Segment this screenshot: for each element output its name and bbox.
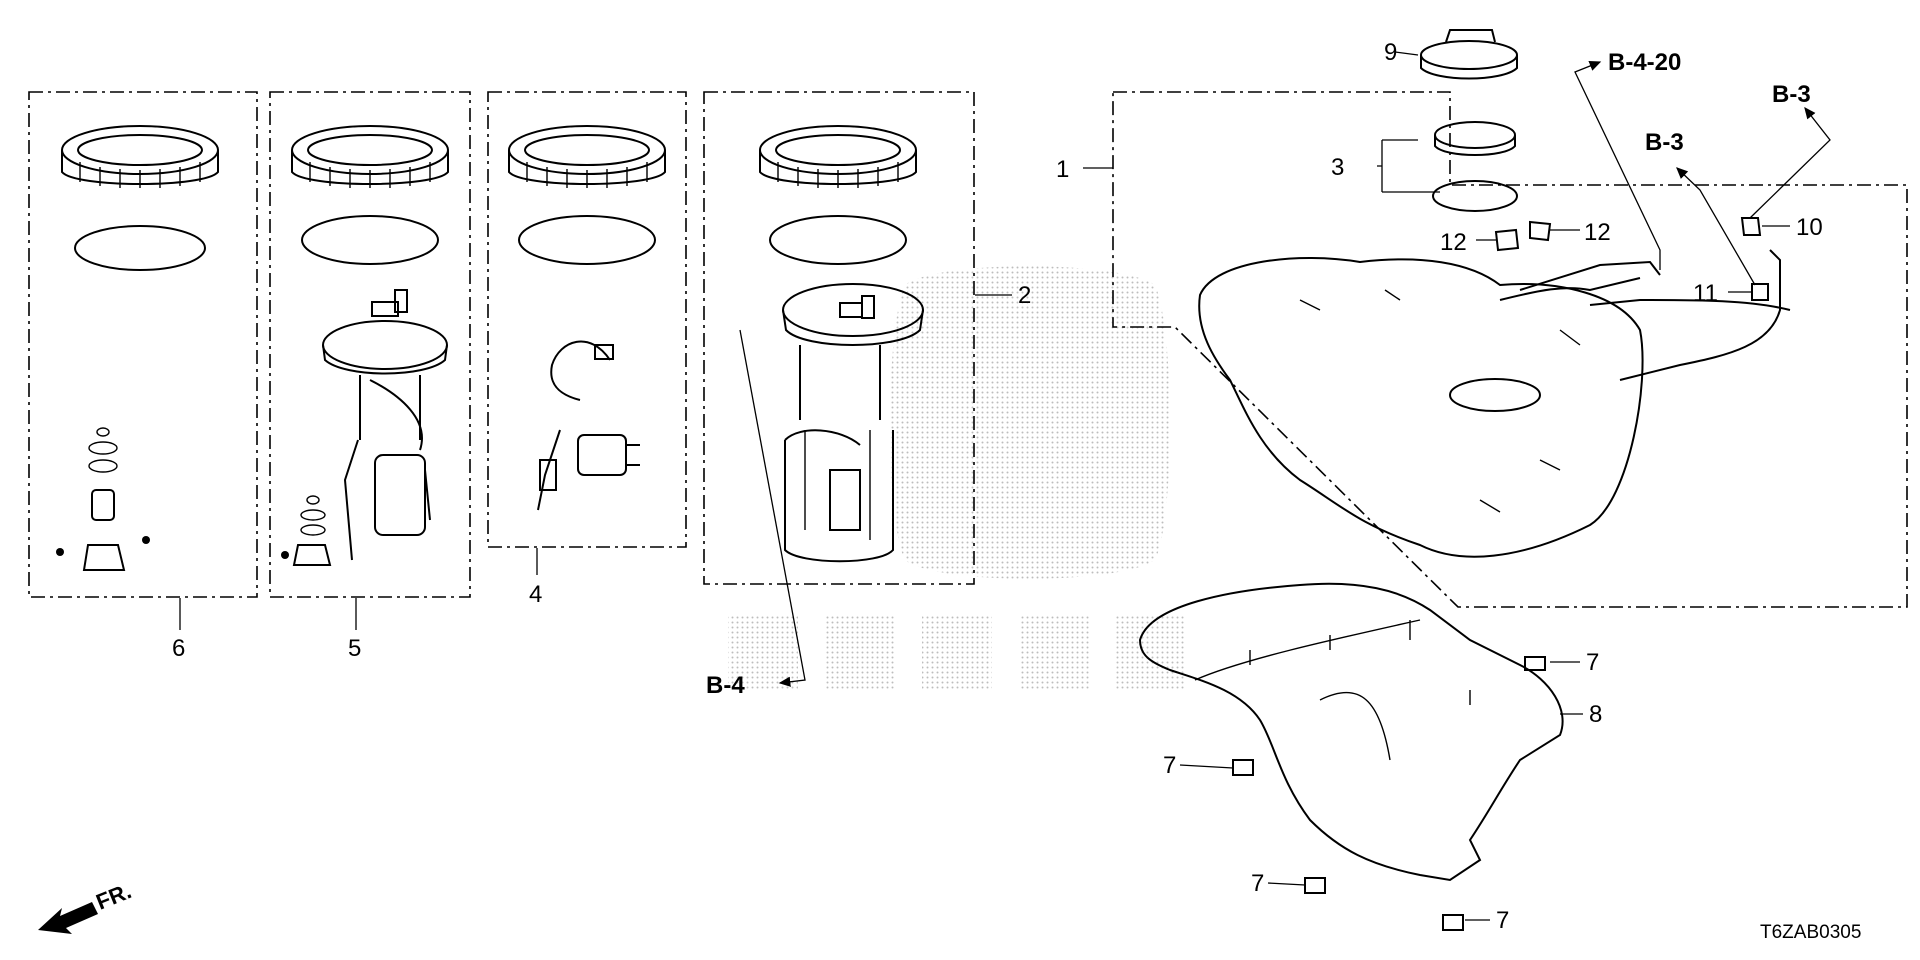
callout-11: 11 <box>1693 280 1718 307</box>
callout-5: 5 <box>348 635 361 662</box>
lock-ring-6 <box>61 125 219 188</box>
callout-9: 9 <box>1384 39 1397 66</box>
ref-b-4-20: B-4-20 <box>1608 49 1681 76</box>
callout-7-d: 7 <box>1496 907 1509 934</box>
seal-ring-4 <box>518 215 656 265</box>
regulator-parts-6 <box>56 427 150 571</box>
regulator-parts-5 <box>281 495 332 566</box>
group-1-parts <box>1138 29 1791 931</box>
callout-8: 8 <box>1589 701 1602 728</box>
group-box-5 <box>269 91 471 598</box>
clip-11 <box>1751 283 1769 301</box>
seal-ring-6 <box>74 225 206 271</box>
fuel-tank <box>1198 249 1791 558</box>
group-2-parts <box>759 125 924 563</box>
callout-4: 4 <box>529 581 542 608</box>
callout-numbers: 6 5 4 2 1 3 9 12 12 10 11 7 7 7 7 8 <box>172 39 1823 934</box>
front-direction-indicator: FR. <box>38 878 135 934</box>
callout-3: 3 <box>1331 154 1344 181</box>
seal-ring-5 <box>301 215 439 265</box>
clip-12-left <box>1494 228 1520 252</box>
fuel-level-sender-4 <box>537 340 640 511</box>
clip-10 <box>1740 217 1762 236</box>
fuel-pump-assembly-2 <box>782 283 924 563</box>
fuel-cap-9 <box>1420 29 1518 80</box>
callout-12-right: 12 <box>1584 219 1611 246</box>
group-box-2 <box>703 91 975 585</box>
honda-brand-letters <box>728 615 1186 690</box>
callout-10: 10 <box>1796 214 1823 241</box>
ref-b-3-mid: B-3 <box>1645 129 1684 156</box>
reference-labels: B-4-20 B-3 B-3 B-4 <box>706 49 1811 699</box>
group-box-6 <box>28 91 258 598</box>
callout-7-b: 7 <box>1163 752 1176 779</box>
ref-b-4: B-4 <box>706 672 745 699</box>
callout-1: 1 <box>1056 156 1069 183</box>
group-5-parts <box>281 125 449 566</box>
lock-ring-2 <box>759 125 917 188</box>
leader-lines <box>179 51 1831 921</box>
lock-ring-3 <box>1434 121 1516 156</box>
group-box-1 <box>1112 91 1908 608</box>
clips-7 <box>1232 656 1546 931</box>
direction-label: FR. <box>93 878 135 914</box>
callout-6: 6 <box>172 635 185 662</box>
seal-ring-2 <box>769 215 907 265</box>
group-4-parts <box>508 125 666 511</box>
honda-watermark <box>728 266 1186 690</box>
group-box-4 <box>487 91 687 548</box>
fuel-pump-module-5 <box>322 289 448 561</box>
diagram-code: T6ZAB0305 <box>1760 922 1861 943</box>
callout-7-c: 7 <box>1251 870 1264 897</box>
fuel-tank-guard-8 <box>1138 582 1564 882</box>
callout-7-a: 7 <box>1586 649 1599 676</box>
ref-b-3-top: B-3 <box>1772 81 1811 108</box>
group-6-parts <box>56 125 219 571</box>
clip-12-right <box>1529 220 1552 242</box>
lock-ring-5 <box>291 125 449 188</box>
callout-2: 2 <box>1018 282 1031 309</box>
seal-ring-3 <box>1432 180 1518 212</box>
direction-arrow-icon <box>38 902 98 934</box>
callout-12-left: 12 <box>1440 229 1467 256</box>
lock-ring-4 <box>508 125 666 188</box>
honda-h-logo <box>890 266 1170 579</box>
